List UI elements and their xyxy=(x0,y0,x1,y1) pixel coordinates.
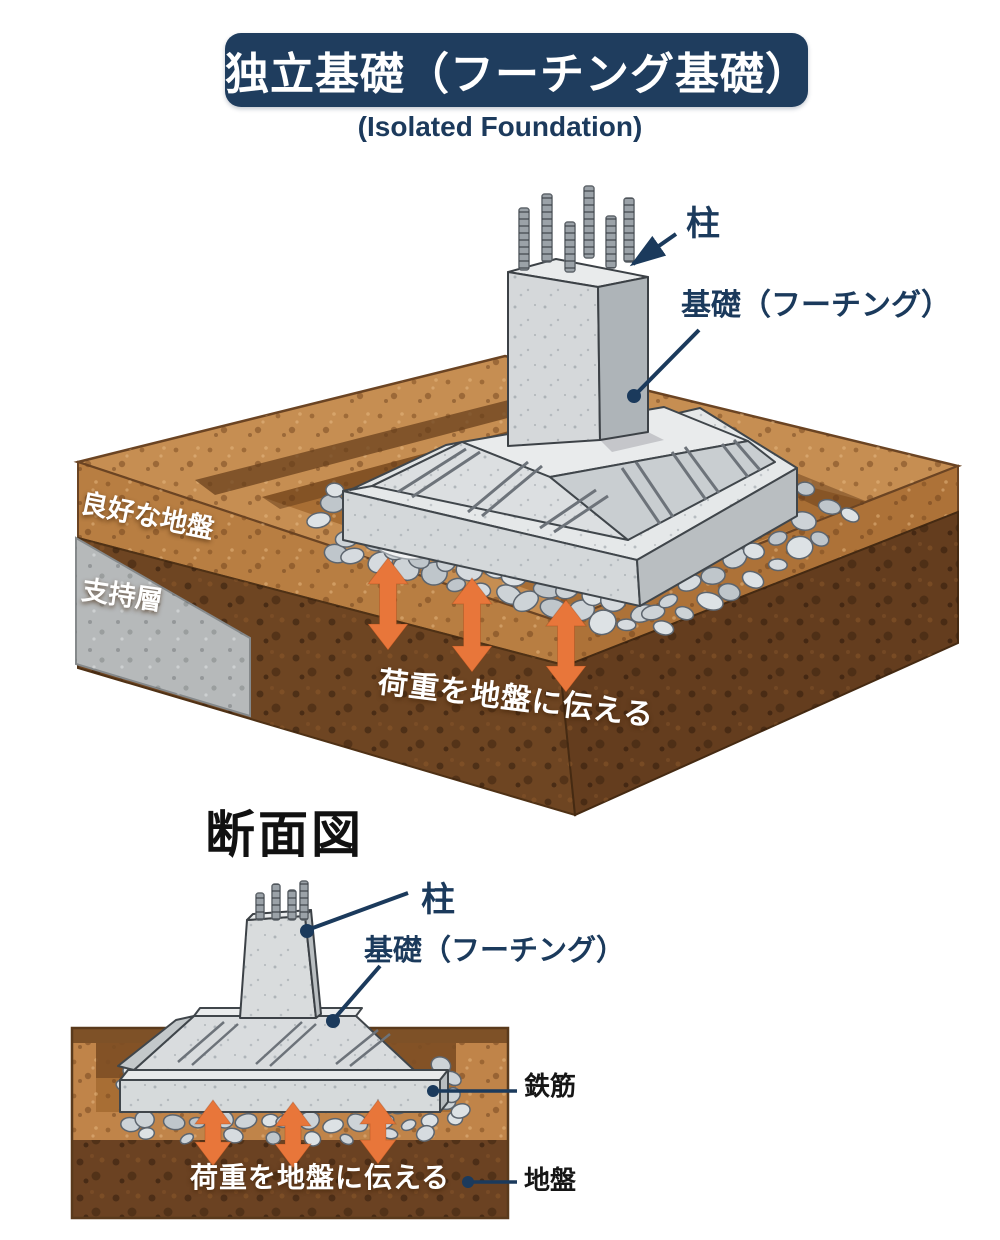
footing-section-hatch-lines xyxy=(177,1021,391,1067)
column-label-3d: 柱 xyxy=(686,205,720,243)
footing-section-leader-dot-icon xyxy=(326,1014,340,1028)
ground-leader-dot-icon xyxy=(462,1176,474,1188)
footing-section xyxy=(117,1007,449,1113)
page-title: 独立基礎（フーチング基礎） xyxy=(225,50,810,99)
footing-section-leader-line xyxy=(332,964,382,1021)
bearing-layer-block xyxy=(75,536,251,718)
column-label-section: 柱 xyxy=(421,881,455,919)
footing-label-section: 基礎（フーチング） xyxy=(364,935,626,967)
column-section-leader-dot-icon xyxy=(300,924,314,938)
footing-leader-dot-icon xyxy=(627,389,641,403)
title-banner: 独立基礎（フーチング基礎） xyxy=(225,33,810,107)
rebar-dowels-3d xyxy=(518,185,635,273)
leader-lines-3d xyxy=(627,232,701,403)
column-section-leader-line xyxy=(309,891,409,931)
ground-label: 地盤 xyxy=(524,1165,577,1195)
load-arrows-3d xyxy=(366,557,588,693)
section-heading: 断面図 xyxy=(205,807,364,863)
rebar-label: 鉄筋 xyxy=(524,1071,577,1101)
load-arrows-section xyxy=(194,1099,397,1169)
rebar-leader-dot-icon xyxy=(427,1085,439,1097)
footing-label-3d: 基礎（フーチング） xyxy=(681,289,951,322)
leader-lines-section xyxy=(300,891,517,1188)
footing-3d xyxy=(342,406,798,607)
footing-leader-line xyxy=(634,328,701,396)
load-transfer-label-section: 荷重を地盤に伝える xyxy=(190,1162,451,1193)
rebar-dowels-section xyxy=(255,880,309,921)
subtitle: (Isolated Foundation) xyxy=(357,111,643,142)
column-leader-arrow-icon xyxy=(629,232,678,267)
column-3d xyxy=(507,258,664,452)
footing-hatch-lines xyxy=(397,439,762,534)
